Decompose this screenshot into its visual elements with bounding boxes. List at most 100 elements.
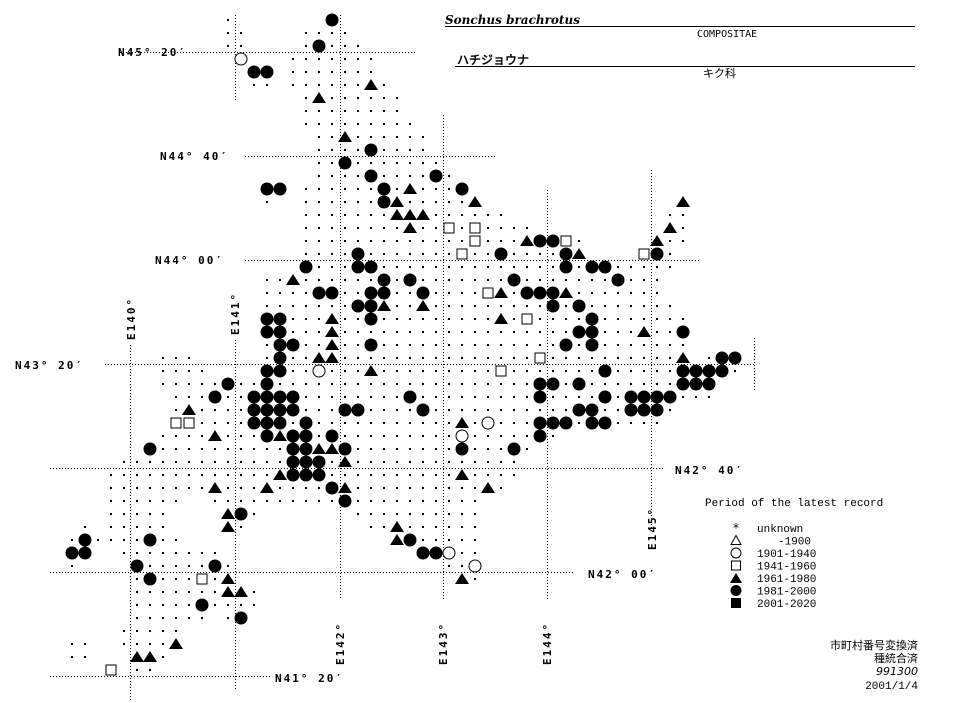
grid-dot bbox=[318, 331, 320, 333]
grid-dot bbox=[539, 279, 541, 281]
grid-dot bbox=[526, 383, 528, 385]
footer-line2: 種統合済 bbox=[874, 651, 918, 665]
grid-dot bbox=[487, 305, 489, 307]
japanese-name: ハチジョウナ bbox=[457, 53, 529, 67]
record-1981-2000-marker bbox=[663, 390, 677, 404]
grid-dot bbox=[84, 656, 86, 658]
grid-dot bbox=[383, 175, 385, 177]
record-1941-1960-marker bbox=[170, 417, 182, 429]
grid-dot bbox=[318, 58, 320, 60]
grid-dot bbox=[435, 188, 437, 190]
record-1981-2000-marker bbox=[299, 429, 313, 443]
grid-dot bbox=[305, 370, 307, 372]
grid-dot bbox=[292, 305, 294, 307]
record-1941-1960-marker bbox=[560, 235, 572, 247]
record-1941-1960-marker bbox=[482, 287, 494, 299]
grid-dot bbox=[188, 435, 190, 437]
grid-dot bbox=[370, 188, 372, 190]
grid-dot bbox=[630, 305, 632, 307]
grid-dot bbox=[487, 474, 489, 476]
grid-dot bbox=[422, 201, 424, 203]
grid-dot bbox=[370, 253, 372, 255]
grid-dot bbox=[136, 643, 138, 645]
grid-dot bbox=[474, 409, 476, 411]
record-1981-2000-marker bbox=[559, 260, 573, 274]
grid-dot bbox=[669, 331, 671, 333]
legend-item-q: 2001-2020 bbox=[731, 598, 816, 611]
record-1961-1980-marker bbox=[312, 92, 326, 103]
record-1901-1940-marker bbox=[234, 52, 248, 66]
grid-dot bbox=[149, 591, 151, 593]
grid-dot bbox=[474, 539, 476, 541]
record-1981-2000-marker bbox=[533, 377, 547, 391]
grid-dot bbox=[175, 539, 177, 541]
grid-dot bbox=[474, 318, 476, 320]
grid-dot bbox=[175, 630, 177, 632]
grid-dot bbox=[409, 422, 411, 424]
grid-dot bbox=[461, 279, 463, 281]
grid-dot bbox=[461, 370, 463, 372]
record-1981-2000-marker bbox=[455, 442, 469, 456]
record-1981-2000-marker bbox=[559, 247, 573, 261]
record-1981-2000-marker bbox=[546, 299, 560, 313]
grid-dot bbox=[149, 461, 151, 463]
grid-dot bbox=[448, 214, 450, 216]
grid-dot bbox=[162, 461, 164, 463]
grid-dot bbox=[435, 422, 437, 424]
grid-dot bbox=[539, 370, 541, 372]
grid-dot bbox=[279, 448, 281, 450]
grid-dot bbox=[617, 383, 619, 385]
grid-dot bbox=[240, 526, 242, 528]
grid-dot bbox=[383, 214, 385, 216]
grid-dot bbox=[656, 266, 658, 268]
grid-dot bbox=[578, 292, 580, 294]
grid-dot bbox=[409, 240, 411, 242]
grid-dot bbox=[396, 422, 398, 424]
grid-dot bbox=[513, 409, 515, 411]
grid-dot bbox=[552, 331, 554, 333]
grid-dot bbox=[279, 292, 281, 294]
grid-dot bbox=[552, 318, 554, 320]
grid-dot bbox=[331, 188, 333, 190]
grid-dot bbox=[422, 175, 424, 177]
grid-dot bbox=[370, 162, 372, 164]
record-1981-2000-marker bbox=[585, 338, 599, 352]
grid-dot bbox=[383, 331, 385, 333]
grid-dot bbox=[136, 461, 138, 463]
record-1981-2000-marker bbox=[351, 403, 365, 417]
grid-dot bbox=[396, 266, 398, 268]
grid-dot bbox=[383, 513, 385, 515]
grid-dot bbox=[552, 370, 554, 372]
grid-dot bbox=[383, 474, 385, 476]
record-1981-2000-marker bbox=[247, 390, 261, 404]
grid-dot bbox=[253, 500, 255, 502]
grid-dot bbox=[357, 500, 359, 502]
grid-dot bbox=[383, 266, 385, 268]
record-1941-1960-marker bbox=[521, 313, 533, 325]
grid-dot bbox=[461, 409, 463, 411]
grid-dot bbox=[149, 669, 151, 671]
grid-dot bbox=[669, 305, 671, 307]
record-1981-2000-marker bbox=[78, 533, 92, 547]
grid-dot bbox=[357, 123, 359, 125]
grid-dot bbox=[136, 526, 138, 528]
grid-dot bbox=[357, 435, 359, 437]
grid-dot bbox=[409, 136, 411, 138]
record-1981-2000-marker bbox=[195, 598, 209, 612]
grid-dot bbox=[201, 591, 203, 593]
grid-dot bbox=[318, 201, 320, 203]
grid-dot bbox=[539, 318, 541, 320]
grid-dot bbox=[110, 487, 112, 489]
grid-dot bbox=[240, 487, 242, 489]
record-1961-1980-marker bbox=[325, 326, 339, 337]
grid-dot bbox=[201, 383, 203, 385]
record-1981-2000-marker bbox=[546, 234, 560, 248]
record-1981-2000-marker bbox=[650, 247, 664, 261]
grid-dot bbox=[357, 45, 359, 47]
record-1961-1980-marker bbox=[325, 313, 339, 324]
grid-dot bbox=[396, 110, 398, 112]
grid-dot bbox=[136, 669, 138, 671]
record-1981-2000-marker bbox=[546, 416, 560, 430]
grid-dot bbox=[500, 344, 502, 346]
grid-dot bbox=[305, 32, 307, 34]
